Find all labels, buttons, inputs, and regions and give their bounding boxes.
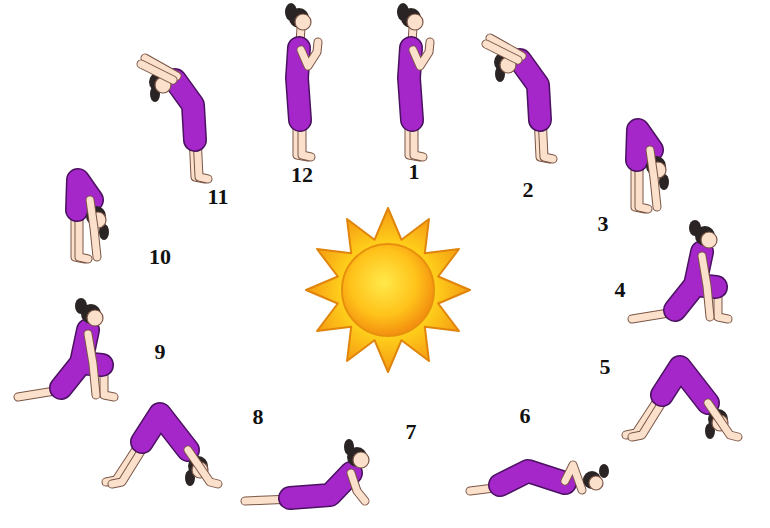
pose-figure <box>245 439 369 501</box>
callout-number: 8 <box>253 405 264 429</box>
pose-figure <box>75 180 109 259</box>
callout-number: 3 <box>598 212 609 236</box>
sun-disc <box>342 244 434 336</box>
callout-number: 5 <box>600 355 611 379</box>
pose-figure <box>470 464 609 491</box>
pose-figure <box>106 414 218 486</box>
callout-number: 4 <box>615 278 626 302</box>
callout-number: 11 <box>208 185 229 209</box>
pose-figure <box>632 220 728 319</box>
callout-number: 9 <box>155 340 166 364</box>
callout-number: 6 <box>520 404 531 428</box>
pose-figure <box>486 38 553 159</box>
pose-figure <box>285 3 318 157</box>
callout-number: 12 <box>291 163 313 187</box>
pose-figure <box>635 130 669 209</box>
pose-figure <box>18 298 114 397</box>
callout-number: 10 <box>149 245 171 269</box>
callout-number: 2 <box>523 178 534 202</box>
callout-number: 1 <box>409 160 420 184</box>
pose-figure <box>141 58 208 179</box>
sun-rays <box>306 208 470 372</box>
pose-figure <box>397 3 430 157</box>
callout-number: 7 <box>406 420 417 444</box>
pose-figure <box>626 367 738 439</box>
